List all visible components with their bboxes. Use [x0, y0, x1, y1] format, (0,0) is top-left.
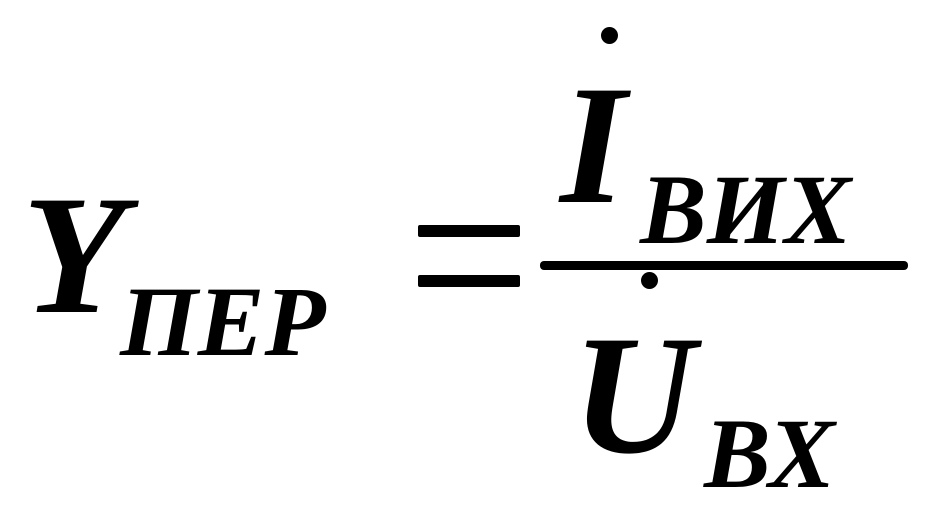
equals-bar-top — [418, 225, 520, 237]
numerator-subscript: ВИХ — [640, 154, 852, 265]
denominator-symbol: U — [572, 301, 695, 489]
lhs-subscript: ПЕР — [120, 266, 326, 377]
equals-bar-bottom — [418, 275, 520, 287]
equals-sign — [418, 225, 520, 289]
denominator-dot-accent — [641, 272, 658, 289]
lhs-symbol: Y — [22, 161, 126, 349]
numerator-dot-accent — [601, 27, 618, 44]
numerator-symbol: I — [560, 51, 627, 239]
fraction-bar — [540, 261, 908, 270]
denominator-subscript: ВХ — [704, 398, 835, 509]
